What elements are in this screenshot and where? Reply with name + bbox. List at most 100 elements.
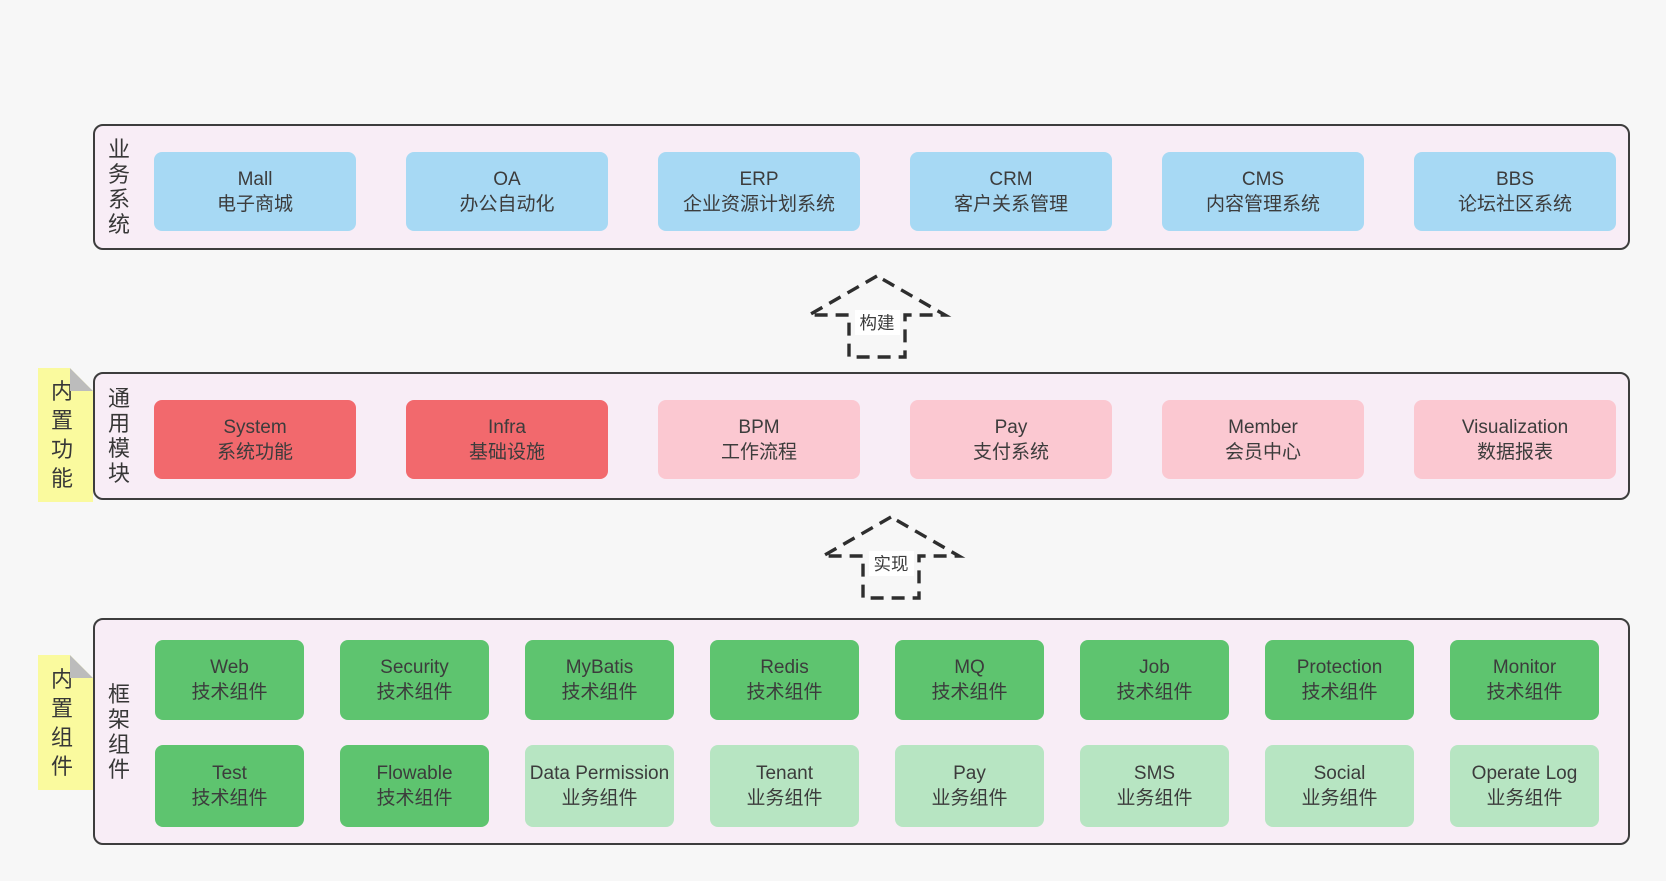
box-title: Infra <box>487 416 527 438</box>
box-subtitle: 业务组件 <box>746 788 823 809</box>
note-label: 内置功能 <box>50 379 73 491</box>
box-system: System 系统功能 <box>154 400 356 479</box>
arrow-label: 实现 <box>874 554 909 574</box>
box-subtitle: 技术组件 <box>1486 682 1563 703</box>
tier-framework-components: 框架组件 Web 技术组件 Security 技术组件 MyBatis 技术组件… <box>93 618 1630 845</box>
box-subtitle: 技术组件 <box>1116 682 1193 703</box>
arrow-label-bg <box>855 310 900 335</box>
box-mybatis: MyBatis 技术组件 <box>525 640 674 720</box>
business-box-row: Mall 电子商城 OA 办公自动化 ERP 企业资源计划系统 CRM 客户关系… <box>154 152 1616 231</box>
arrow-up-build: 构建 <box>802 274 952 359</box>
box-title: Job <box>1139 657 1170 678</box>
box-title: Social <box>1313 763 1366 784</box>
box-member: Member 会员中心 <box>1162 400 1364 479</box>
box-web: Web 技术组件 <box>155 640 304 720</box>
box-redis: Redis 技术组件 <box>710 640 859 720</box>
box-subtitle: 业务组件 <box>1116 788 1193 809</box>
box-subtitle: 数据报表 <box>1476 441 1553 463</box>
box-title: Data Permission <box>529 763 670 784</box>
box-monitor: Monitor 技术组件 <box>1450 640 1599 720</box>
box-title: CRM <box>989 168 1033 190</box>
box-subtitle: 基础设施 <box>468 441 545 463</box>
box-subtitle: 支付系统 <box>972 441 1049 463</box>
box-subtitle: 技术组件 <box>746 682 823 703</box>
box-title: MyBatis <box>565 657 634 678</box>
box-title: Web <box>210 657 249 678</box>
box-subtitle: 企业资源计划系统 <box>682 193 835 215</box>
box-title: Pay <box>994 416 1028 438</box>
box-sms: SMS 业务组件 <box>1080 745 1229 827</box>
box-title: Operate Log <box>1471 763 1578 784</box>
note-label: 内置组件 <box>50 666 73 779</box>
note-built-in-features: 内置功能 <box>38 368 93 502</box>
box-title: Member <box>1228 416 1298 438</box>
box-oa: OA 办公自动化 <box>406 152 608 231</box>
tier-business-label-wrap: 业务系统 <box>104 126 134 248</box>
box-subtitle: 办公自动化 <box>459 193 555 215</box>
box-subtitle: 业务组件 <box>931 788 1008 809</box>
box-subtitle: 技术组件 <box>1301 682 1378 703</box>
box-title: BPM <box>738 416 780 438</box>
box-visualization: Visualization 数据报表 <box>1414 400 1616 479</box>
box-subtitle: 技术组件 <box>376 788 453 809</box>
note-fold-corner <box>70 368 93 391</box>
arrow-up-implement: 实现 <box>816 515 966 600</box>
box-mq: MQ 技术组件 <box>895 640 1044 720</box>
box-job: Job 技术组件 <box>1080 640 1229 720</box>
box-operate-log: Operate Log 业务组件 <box>1450 745 1599 827</box>
box-subtitle: 技术组件 <box>191 682 268 703</box>
box-subtitle: 技术组件 <box>376 682 453 703</box>
box-title: Visualization <box>1461 416 1569 438</box>
box-subtitle: 会员中心 <box>1224 441 1301 463</box>
tier-business-systems: 业务系统 Mall 电子商城 OA 办公自动化 ERP 企业资源计划系统 CRM… <box>93 124 1630 250</box>
box-title: Security <box>380 657 449 678</box>
box-title: SMS <box>1133 763 1176 784</box>
box-subtitle: 内容管理系统 <box>1205 193 1320 215</box>
box-subtitle: 业务组件 <box>1486 788 1563 809</box>
tier-framework-label: 框架组件 <box>107 681 130 782</box>
box-pay-biz: Pay 业务组件 <box>895 745 1044 827</box>
box-test: Test 技术组件 <box>155 745 304 827</box>
box-title: Tenant <box>755 763 814 784</box>
box-security: Security 技术组件 <box>340 640 489 720</box>
box-title: CMS <box>1241 168 1285 190</box>
tier-framework-label-wrap: 框架组件 <box>104 620 134 843</box>
box-title: Flowable <box>376 763 453 784</box>
box-title: BBS <box>1495 168 1535 190</box>
component-box-row-1: Web 技术组件 Security 技术组件 MyBatis 技术组件 Redi… <box>155 640 1599 720</box>
box-title: Protection <box>1296 657 1383 678</box>
box-social: Social 业务组件 <box>1265 745 1414 827</box>
box-data-permission: Data Permission 业务组件 <box>525 745 674 827</box>
box-cms: CMS 内容管理系统 <box>1162 152 1364 231</box>
box-flowable: Flowable 技术组件 <box>340 745 489 827</box>
box-subtitle: 业务组件 <box>561 788 638 809</box>
box-subtitle: 技术组件 <box>191 788 268 809</box>
module-box-row: System 系统功能 Infra 基础设施 BPM 工作流程 Pay 支付系统… <box>154 400 1616 479</box>
arrow-label-bg <box>869 551 914 576</box>
box-subtitle: 技术组件 <box>561 682 638 703</box>
box-subtitle: 论坛社区系统 <box>1457 193 1572 215</box>
box-bbs: BBS 论坛社区系统 <box>1414 152 1616 231</box>
component-box-row-2: Test 技术组件 Flowable 技术组件 Data Permission … <box>155 745 1599 827</box>
tier-common-modules: 通用模块 System 系统功能 Infra 基础设施 BPM 工作流程 Pay… <box>93 372 1630 500</box>
box-subtitle: 技术组件 <box>931 682 1008 703</box>
box-protection: Protection 技术组件 <box>1265 640 1414 720</box>
box-title: Mall <box>237 168 273 190</box>
box-infra: Infra 基础设施 <box>406 400 608 479</box>
box-title: OA <box>493 168 521 190</box>
box-crm: CRM 客户关系管理 <box>910 152 1112 231</box>
note-fold-corner <box>70 655 93 678</box>
box-title: System <box>223 416 287 438</box>
note-built-in-components: 内置组件 <box>38 655 93 790</box>
box-title: Monitor <box>1492 657 1557 678</box>
box-title: Pay <box>953 763 986 784</box>
box-subtitle: 工作流程 <box>720 441 797 463</box>
tier-common-label: 通用模块 <box>107 386 130 486</box>
box-subtitle: 业务组件 <box>1301 788 1378 809</box>
box-title: Test <box>212 763 247 784</box>
box-subtitle: 系统功能 <box>216 441 293 463</box>
tier-business-label: 业务系统 <box>107 137 130 237</box>
box-title: MQ <box>954 657 985 678</box>
box-pay: Pay 支付系统 <box>910 400 1112 479</box>
